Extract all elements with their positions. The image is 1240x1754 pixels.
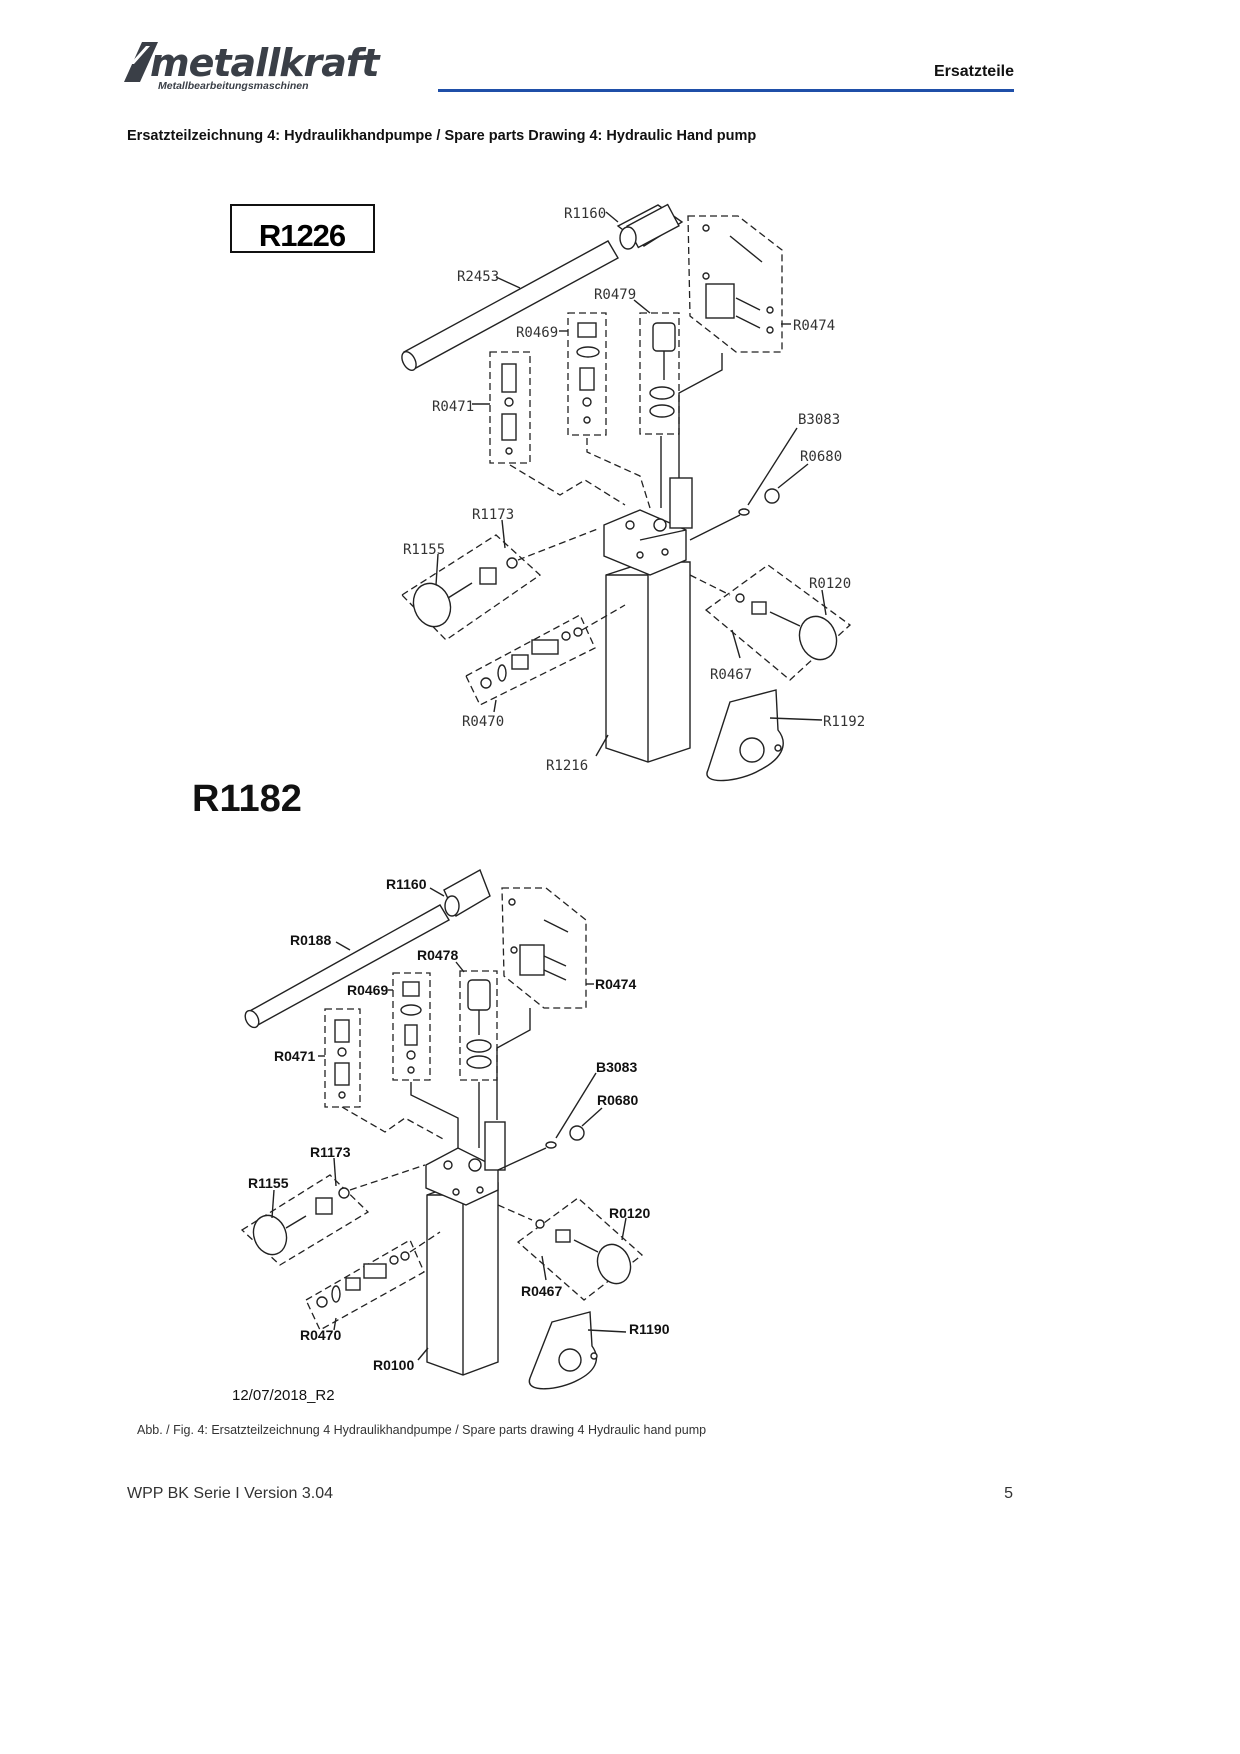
piston-parts [649,322,676,418]
label-r0469: R0469 [347,982,388,998]
label-r0474: R0474 [793,318,835,334]
spring-parts [501,363,517,455]
label-b3083: B3083 [596,1059,637,1075]
label-r1155: R1155 [248,1175,289,1191]
linkage-pins [702,224,774,334]
exploded-drawing-r1226: R1226 [230,203,865,782]
label-r1190: R1190 [629,1321,670,1337]
label-r0120: R0120 [809,576,851,592]
release-valve-left [252,1164,426,1256]
label-r1155: R1155 [403,542,445,558]
exploded-drawing-r1182: R1160 R0188 R0478 R0469 R0474 R0471 B308… [232,868,670,1404]
label-r0188: R0188 [290,932,331,948]
page-heading: Ersatzteilzeichnung 4: Hydraulikhandpump… [127,128,757,144]
nut-washer [689,427,809,541]
label-r1160: R1160 [564,206,606,222]
spring-assembly [480,604,626,689]
cover-plate [528,1311,627,1390]
cover-plate [706,689,823,782]
label-r0470: R0470 [462,714,504,730]
label-r0478: R0478 [417,947,458,963]
label-r0471: R0471 [274,1048,315,1064]
handle-rod [244,904,450,1029]
drawing-title: R1226 [259,218,346,253]
label-r0470: R0470 [300,1327,341,1343]
pump-body [425,1121,506,1376]
pump-body [603,477,693,763]
date-code: 12/07/2018_R2 [232,1387,335,1404]
label-r0479: R0479 [594,287,636,303]
nut-washer [497,1072,603,1171]
release-valve-right [689,574,838,661]
handle-socket [443,868,491,917]
logo-subtitle: Metallbearbeitungsmaschinen [158,80,309,92]
label-r0680: R0680 [800,449,842,465]
spring-parts [334,1019,350,1099]
valve-parts [400,981,422,1074]
footer-document-version: WPP BK Serie I Version 3.04 [127,1485,334,1502]
linkage-pins [508,898,569,981]
footer-page-number: 5 [1004,1485,1013,1502]
label-r0467: R0467 [710,667,752,683]
handle-socket [616,203,684,250]
label-r0120: R0120 [609,1205,650,1221]
label-r1216: R1216 [546,758,588,774]
release-valve-right [497,1204,632,1285]
spring-assembly [316,1231,441,1308]
label-r0474: R0474 [595,976,636,992]
label-r1192: R1192 [823,714,865,730]
label-r0467: R0467 [521,1283,562,1299]
label-r0471: R0471 [432,399,474,415]
logo-mark-icon [124,42,158,82]
section-title: Ersatzteile [933,63,1014,80]
label-r0680: R0680 [597,1092,638,1108]
label-r1160: R1160 [386,876,427,892]
label-r0100: R0100 [373,1357,414,1373]
label-r2453: R2453 [457,269,499,285]
label-r0469: R0469 [516,325,558,341]
label-r1173: R1173 [472,507,514,523]
release-valve-left [412,527,601,628]
piston-parts [466,979,492,1069]
label-b3083: B3083 [798,412,840,428]
figure-caption: Abb. / Fig. 4: Ersatzteilzeichnung 4 Hyd… [137,1423,707,1437]
valve-parts [576,322,600,424]
label-r1173: R1173 [310,1144,351,1160]
title-box [230,204,375,253]
header-rule [438,89,1014,92]
handle-rod [401,240,619,371]
logo-wordmark: metallkraft [150,41,380,85]
drawing-title-r1182: R1182 [192,778,302,820]
